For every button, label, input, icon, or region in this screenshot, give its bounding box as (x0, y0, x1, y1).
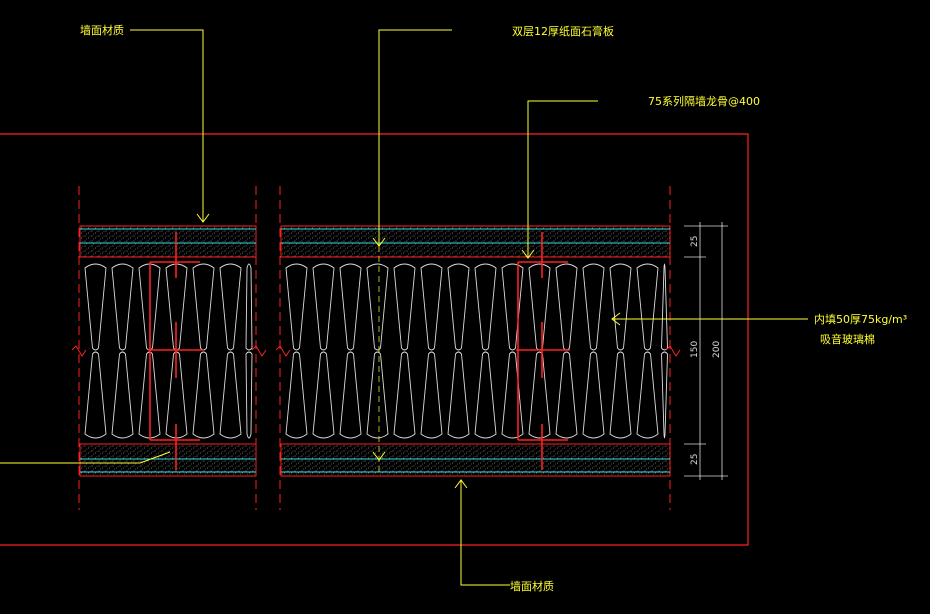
wool-batt (661, 263, 668, 351)
wool-batt (447, 263, 470, 351)
wool-batt (609, 351, 632, 439)
wool-batt (555, 351, 578, 439)
dim-top-layer: 25 (690, 236, 700, 247)
label-double-board: 双层12厚纸面石膏板 (512, 24, 614, 38)
outer-frame (0, 133, 749, 546)
label-finish-top: 墙面材质 (80, 23, 124, 37)
wool-batt (420, 351, 443, 439)
wool-batt (501, 351, 524, 439)
wool-batt (393, 351, 416, 439)
wool-batt (582, 351, 605, 439)
wool-batt (474, 263, 497, 351)
label-finish-bottom: 墙面材质 (510, 579, 554, 593)
board-seams (80, 228, 670, 473)
wool-batt (312, 351, 335, 439)
wool-batt (582, 263, 605, 351)
board-layers (79, 225, 671, 477)
wool-batt (609, 263, 632, 351)
label-insulation-line2: 吸音玻璃棉 (820, 332, 875, 346)
wool-batt (192, 351, 215, 439)
leader-lines (0, 29, 808, 586)
wool-batt (636, 351, 659, 439)
wool-batt (138, 263, 161, 351)
wool-batt (219, 263, 242, 351)
wool-batt (165, 351, 188, 439)
wool-batt (366, 351, 389, 439)
dimension-chain (684, 222, 728, 480)
wool-batt (245, 351, 253, 439)
wool-batt (528, 263, 551, 351)
wool-batt (661, 351, 668, 439)
wool-batt (420, 263, 443, 351)
wool-batt (84, 263, 107, 351)
label-insulation-line1: 内填50厚75kg/m³ (814, 312, 907, 326)
wool-batt (366, 263, 389, 351)
wool-batt (339, 351, 362, 439)
wool-batt (636, 263, 659, 351)
wool-batt (111, 351, 134, 439)
wool-batt (312, 263, 335, 351)
wool-batt (84, 351, 107, 439)
wool-batt (192, 263, 215, 351)
glass-wool-insulation (84, 263, 668, 439)
wool-batt (447, 351, 470, 439)
wool-batt (339, 263, 362, 351)
break-symbols (71, 345, 681, 357)
wool-batt (474, 351, 497, 439)
label-stud: 75系列隔墙龙骨@400 (648, 94, 760, 108)
wool-batt (138, 351, 161, 439)
wool-batt (111, 263, 134, 351)
steel-studs (148, 232, 570, 470)
wool-batt (501, 263, 524, 351)
dim-bottom-layer: 25 (690, 454, 700, 465)
wool-batt (285, 351, 308, 439)
wool-batt (219, 351, 242, 439)
wool-batt (393, 263, 416, 351)
dim-core: 150 (690, 341, 700, 358)
wool-batt (245, 263, 253, 351)
wool-batt (555, 263, 578, 351)
dim-total: 200 (712, 341, 722, 358)
wool-batt (528, 351, 551, 439)
wool-batt (285, 263, 308, 351)
